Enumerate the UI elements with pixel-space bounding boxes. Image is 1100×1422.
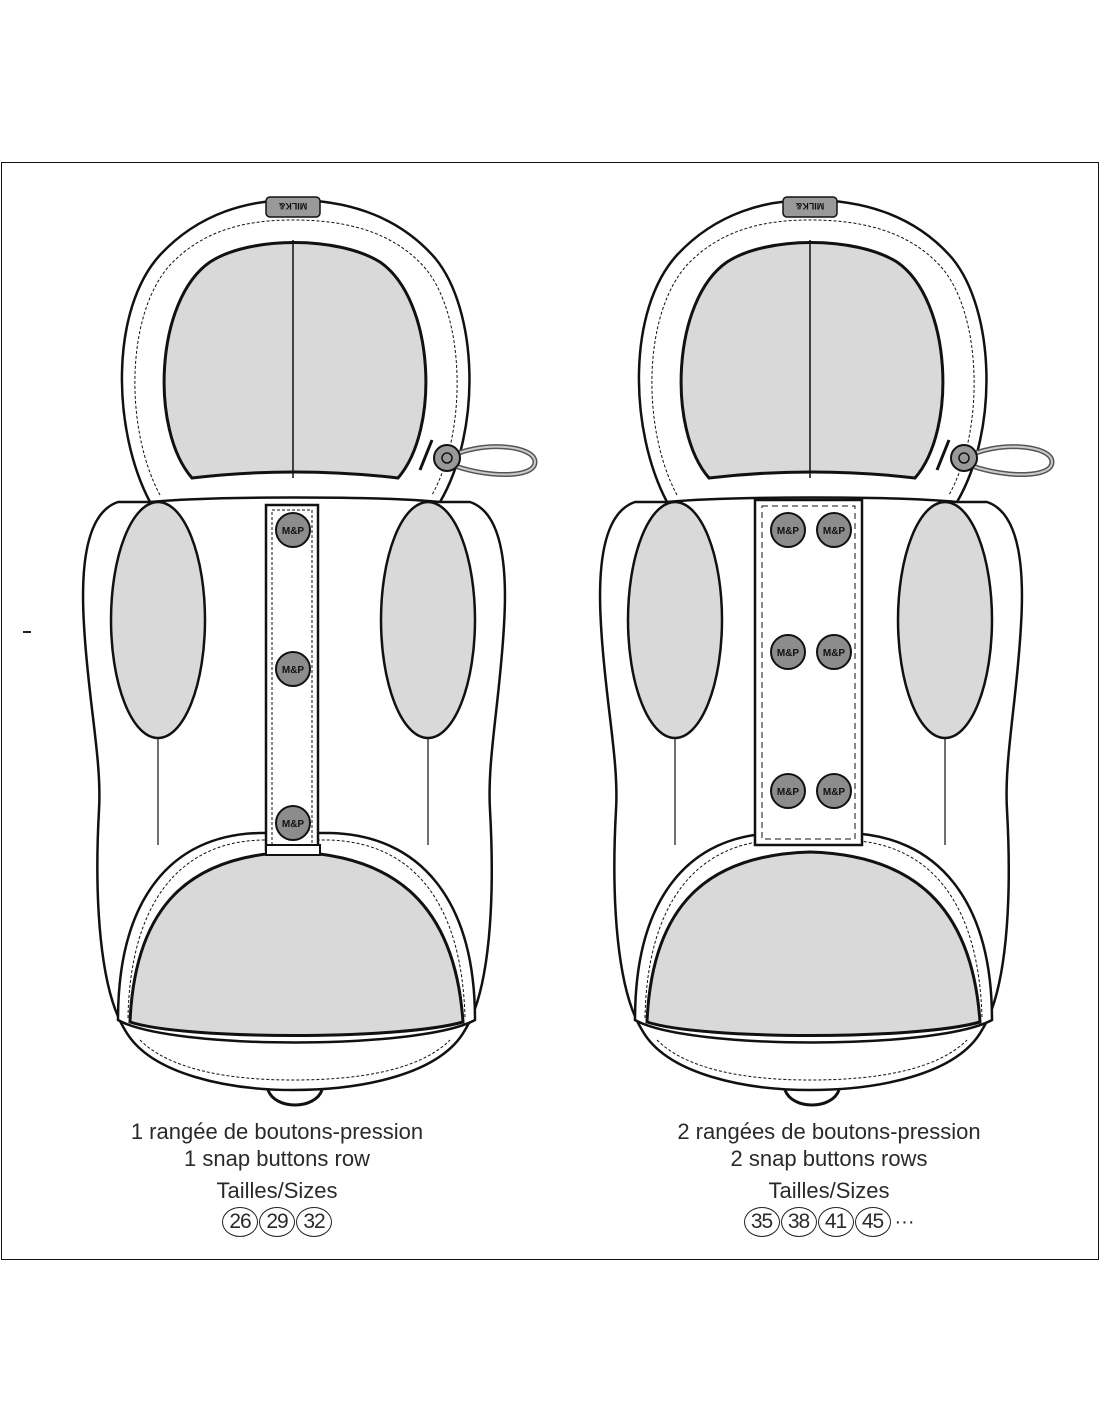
sizes-title: Tailles/Sizes [768,1178,890,1203]
snap-button-logo: M&P [777,787,800,798]
size-badge: 45 [854,1207,891,1237]
label-en: 1 snap buttons row [184,1146,370,1171]
snap-button [816,634,852,670]
size-badge: 32 [296,1207,332,1237]
snap-button [816,512,852,548]
label-fr: 1 rangée de boutons-pression [130,1119,424,1144]
snap-button-logo: M&P [823,526,846,537]
caption-one-row: 1 rangée de boutons-pression 1 snap butt… [27,1118,527,1237]
size-badge: 41 [817,1207,854,1237]
snap-button-logo: M&P [823,787,846,798]
more-sizes-ellipsis: ··· [894,1210,915,1233]
size-badge: 29 [259,1207,295,1237]
label-fr: 2 rangées de boutons-pression [677,1119,981,1144]
snap-button-logo: M&P [282,819,305,830]
label-en: 2 snap buttons rows [730,1146,928,1171]
snap-button-logo: M&P [777,526,800,537]
snap-button-logo: M&P [282,665,305,676]
size-badge: 26 [222,1207,258,1237]
snap-button [770,634,806,670]
snap-button [816,773,852,809]
size-badge: 38 [780,1207,817,1237]
size-badge: 35 [743,1207,780,1237]
snap-button-logo: M&P [282,526,305,537]
diagram-frame [1,162,1099,1260]
size-list: 26 29 32 [27,1207,527,1237]
sizes-title: Tailles/Sizes [216,1178,338,1203]
size-list: 35 38 41 45 ··· [579,1207,1079,1237]
snap-button-logo: M&P [777,648,800,659]
snap-button [275,651,311,687]
snap-button [275,512,311,548]
caption-two-rows: 2 rangées de boutons-pression 2 snap but… [579,1118,1079,1237]
snap-button [770,773,806,809]
stray-mark [23,631,31,633]
snap-button [275,805,311,841]
snap-button-logo: M&P [823,648,846,659]
snap-button [770,512,806,548]
